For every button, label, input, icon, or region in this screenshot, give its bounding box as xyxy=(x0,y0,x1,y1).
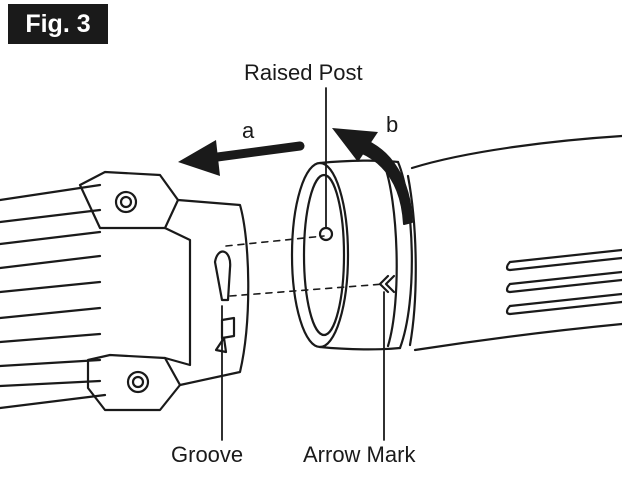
alignment-lines xyxy=(225,235,385,297)
arrow-mark-label: Arrow Mark xyxy=(303,442,416,467)
raised-post xyxy=(318,226,334,242)
screw-bottom xyxy=(126,370,150,394)
collar-ring xyxy=(290,159,413,351)
raised-post-label: Raised Post xyxy=(244,60,363,85)
tool-body xyxy=(406,134,622,352)
screw-top xyxy=(114,190,138,214)
leader-lines xyxy=(221,87,385,441)
groove-label: Groove xyxy=(171,442,244,467)
arrow-b-label: b xyxy=(386,112,399,137)
clamp-head xyxy=(0,170,250,412)
arrow-b xyxy=(332,128,413,225)
arrow-a-label: a xyxy=(242,118,255,143)
figure-label: Fig. 3 xyxy=(8,4,108,44)
arrow-a xyxy=(178,140,305,176)
groove-slot xyxy=(213,250,232,302)
